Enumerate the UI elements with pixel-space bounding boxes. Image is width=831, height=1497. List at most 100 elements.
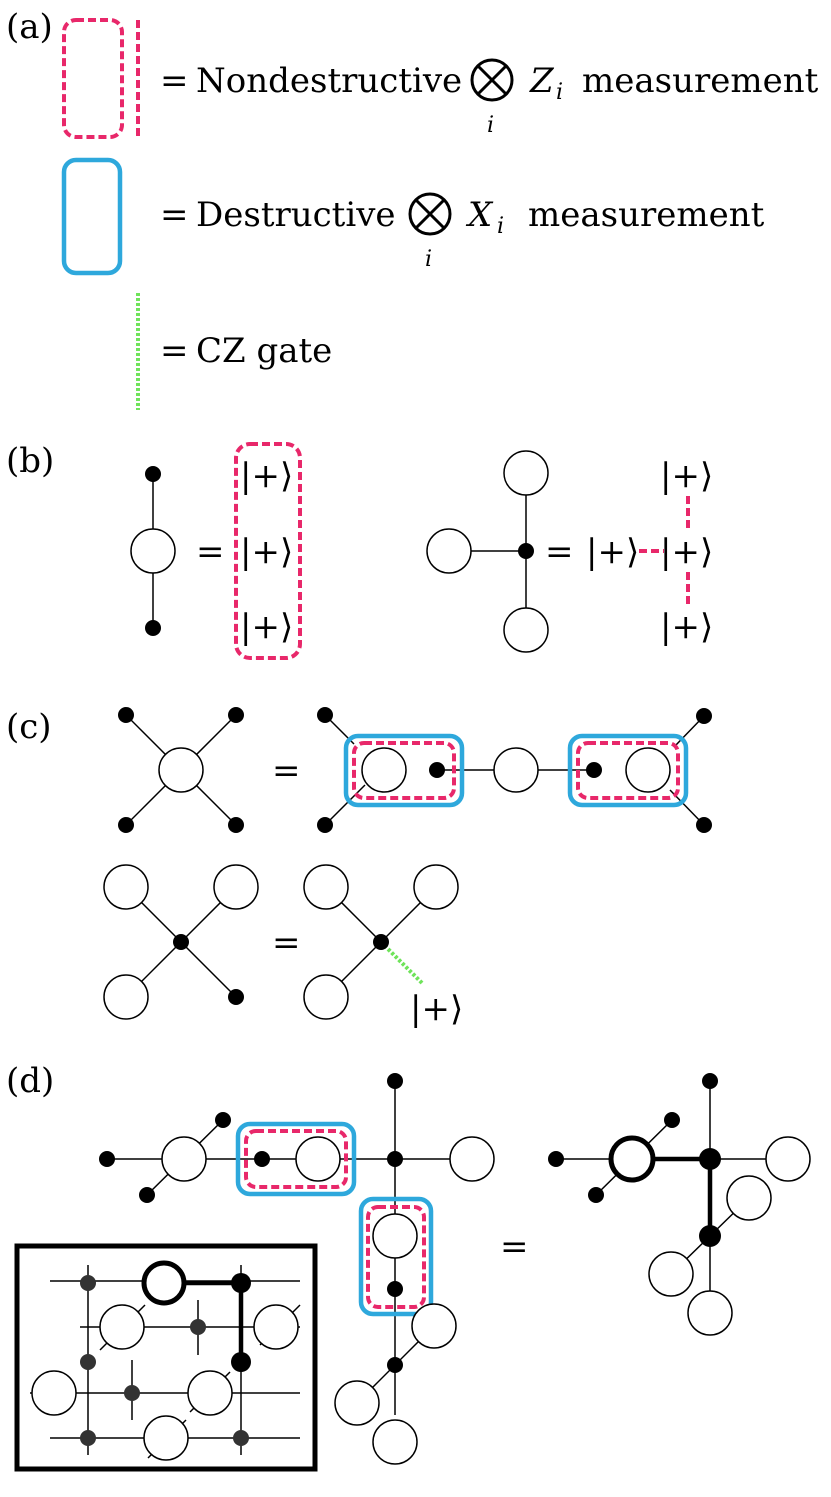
edge bbox=[324, 784, 366, 826]
destructive-box-symbol bbox=[61, 157, 123, 276]
destructive-x-box bbox=[358, 1196, 434, 1317]
x-measurement-word: measurement bbox=[528, 195, 765, 235]
plus-state-ket: |+⟩ bbox=[410, 989, 463, 1029]
panel-c-label: (c) bbox=[6, 707, 52, 747]
cluster-node bbox=[103, 864, 149, 910]
cluster-node bbox=[648, 1251, 694, 1297]
equals-sign: = bbox=[545, 532, 574, 572]
nondestructive-z-box bbox=[244, 1129, 348, 1189]
qubit-node bbox=[99, 1151, 115, 1167]
panel-a: (a) = Nondestructive i Z i measurement =… bbox=[6, 7, 819, 410]
legend-equals-1: = bbox=[160, 61, 189, 101]
qubit-node bbox=[702, 1073, 718, 1089]
nondestructive-z-box bbox=[352, 741, 456, 800]
qubit-node bbox=[145, 620, 161, 636]
plus-state-ket: |+⟩ bbox=[660, 456, 713, 496]
qubit-node bbox=[173, 934, 189, 950]
qubit-node bbox=[215, 1112, 231, 1128]
qubit-node bbox=[228, 989, 244, 1005]
qubit-node bbox=[190, 1319, 206, 1335]
cluster-node bbox=[303, 974, 349, 1020]
qubit-node bbox=[118, 817, 134, 833]
qubit-node bbox=[387, 1357, 403, 1373]
equals-sign: = bbox=[272, 923, 301, 963]
cluster-node bbox=[503, 607, 549, 653]
nondestructive-box-symbol bbox=[62, 18, 124, 139]
qubit-node bbox=[429, 762, 445, 778]
qubit-node bbox=[664, 1112, 680, 1128]
qubit-node bbox=[80, 1354, 96, 1370]
qubit-node bbox=[80, 1430, 96, 1446]
cluster-node bbox=[503, 450, 549, 496]
nondestructive-z-box bbox=[366, 1205, 426, 1309]
x-operator: X bbox=[465, 195, 494, 235]
panel-c: (c) = = bbox=[6, 707, 712, 1029]
cluster-node bbox=[372, 1213, 418, 1259]
cluster-node bbox=[625, 747, 671, 793]
cluster-node bbox=[99, 1304, 145, 1350]
legend-equals-2: = bbox=[160, 195, 189, 235]
qubit-node bbox=[696, 817, 712, 833]
plus-state-ket: |+⟩ bbox=[660, 607, 713, 647]
cluster-node bbox=[187, 1370, 233, 1416]
qubit-node bbox=[145, 466, 161, 482]
qubit-node bbox=[233, 1430, 249, 1446]
qubit-node bbox=[518, 543, 534, 559]
panel-b: (b) = |+⟩ |+⟩ |+⟩ = |+⟩ |+⟩ |+⟩ |+⟩ bbox=[6, 441, 713, 660]
qubit-node bbox=[387, 1073, 403, 1089]
plus-state-ket: |+⟩ bbox=[586, 532, 639, 572]
equals-sign: = bbox=[196, 532, 225, 572]
qubit-node bbox=[387, 1281, 403, 1297]
plus-state-ket: |+⟩ bbox=[240, 532, 293, 572]
cluster-node bbox=[303, 864, 349, 910]
qubit-node bbox=[228, 817, 244, 833]
highlighted-node bbox=[608, 1135, 656, 1183]
plus-state-ket: |+⟩ bbox=[240, 456, 293, 496]
z-operator: Z bbox=[529, 61, 555, 101]
cluster-node bbox=[31, 1370, 77, 1416]
qubit-node bbox=[139, 1187, 155, 1203]
cluster-node bbox=[103, 974, 149, 1020]
plus-state-ket: |+⟩ bbox=[660, 532, 713, 572]
nondestructive-label: Nondestructive bbox=[196, 61, 462, 101]
equals-sign: = bbox=[272, 751, 301, 791]
cluster-node bbox=[213, 864, 259, 910]
qubit-node bbox=[373, 934, 389, 950]
destructive-x-box bbox=[567, 733, 689, 808]
qubit-node bbox=[699, 1225, 721, 1247]
cluster-node bbox=[372, 1419, 418, 1465]
qubit-node bbox=[699, 1148, 721, 1170]
qubit-node bbox=[118, 707, 134, 723]
x-subscript: i bbox=[497, 214, 504, 239]
cluster-node bbox=[426, 528, 472, 574]
qubit-node bbox=[317, 707, 333, 723]
cluster-node bbox=[130, 528, 176, 574]
highlighted-node bbox=[141, 1260, 187, 1306]
qubit-node bbox=[588, 1187, 604, 1203]
z-measurement-word: measurement bbox=[582, 61, 819, 101]
z-subscript: i bbox=[556, 80, 563, 105]
cluster-node bbox=[493, 747, 539, 793]
panel-d: (d) = bbox=[6, 1061, 811, 1472]
nondestructive-z-box bbox=[234, 442, 302, 660]
cluster-node bbox=[334, 1380, 380, 1426]
qubit-node bbox=[80, 1275, 96, 1291]
equals-sign: = bbox=[500, 1227, 529, 1267]
nondestructive-z-box bbox=[576, 741, 680, 800]
qubit-node bbox=[228, 707, 244, 723]
qubit-node bbox=[254, 1151, 270, 1167]
cluster-node bbox=[158, 747, 204, 793]
panel-a-label: (a) bbox=[6, 7, 53, 47]
qubit-node bbox=[586, 762, 602, 778]
qubit-node bbox=[231, 1273, 251, 1293]
cluster-node bbox=[161, 1136, 207, 1182]
qubit-node bbox=[231, 1352, 251, 1372]
tensor-index-x: i bbox=[425, 247, 432, 272]
cluster-node bbox=[687, 1290, 733, 1336]
panel-b-label: (b) bbox=[6, 441, 54, 481]
cluster-node bbox=[413, 864, 459, 910]
cz-gate-link bbox=[379, 940, 424, 985]
destructive-x-box bbox=[235, 1121, 357, 1197]
cluster-node bbox=[449, 1136, 495, 1182]
